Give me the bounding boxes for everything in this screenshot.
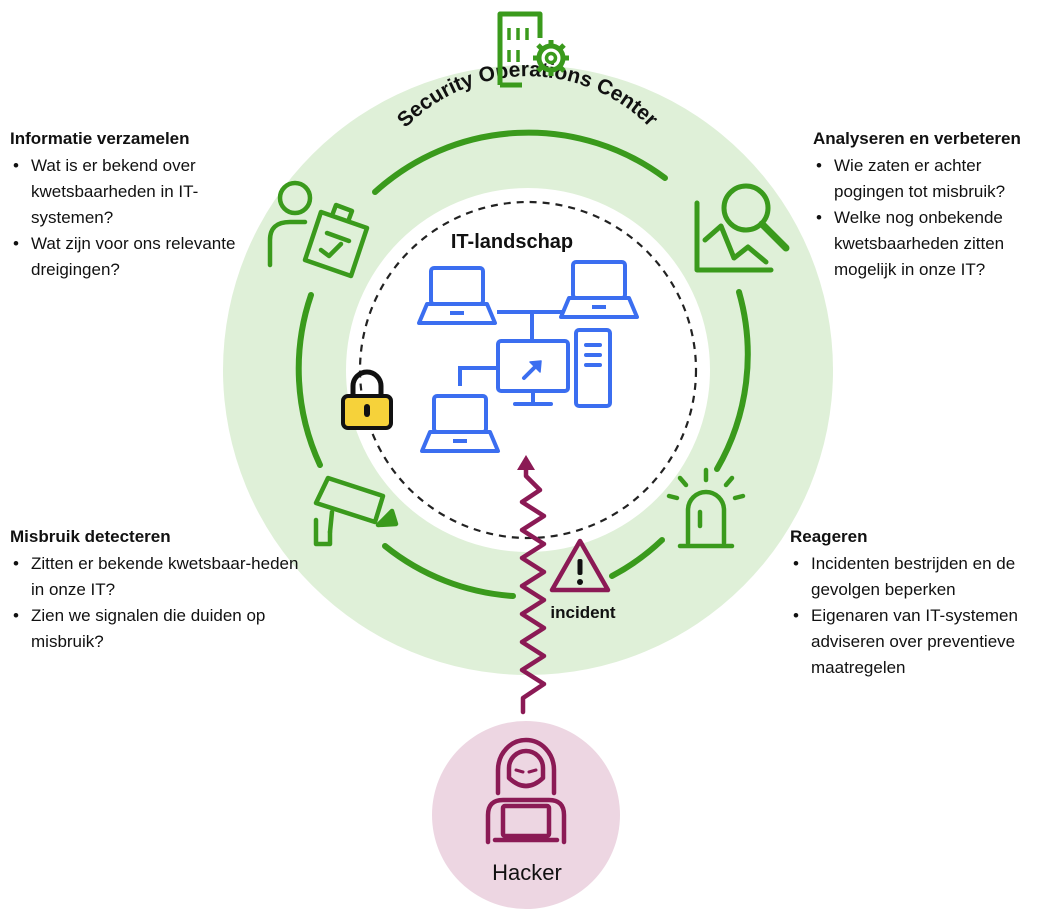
panel-list: Wat is er bekend over kwetsbaarheden in … [10, 153, 250, 283]
list-item: Wie zaten er achter pogingen tot misbrui… [813, 153, 1049, 205]
it-landscape-title: IT-landschap [451, 231, 573, 253]
padlock-icon [341, 369, 393, 430]
panel-list: Incidenten bestrijden en de gevolgen bep… [790, 551, 1051, 681]
panel-title: Analyseren en verbeteren [813, 129, 1021, 148]
list-item: Wat is er bekend over kwetsbaarheden in … [10, 153, 250, 231]
laptop-icon [559, 260, 639, 319]
laptop-icon [417, 266, 497, 325]
laptop-icon [420, 394, 500, 453]
building-gear-icon [497, 11, 569, 88]
panel-list: Wie zaten er achter pogingen tot misbrui… [813, 153, 1049, 283]
list-item: Zitten er bekende kwetsbaar-heden in onz… [10, 551, 310, 603]
list-item: Eigenaren van IT-systemen adviseren over… [790, 603, 1051, 681]
warning-triangle-icon [549, 538, 611, 593]
hooded-hacker-icon [485, 737, 567, 845]
siren-icon [666, 467, 746, 549]
person-clipboard-icon [267, 180, 370, 279]
panel-informatie-verzamelen: Informatie verzamelen Wat is er bekend o… [10, 126, 250, 283]
panel-title: Misbruik detecteren [10, 527, 171, 546]
desktop-computer-icon [496, 328, 612, 408]
panel-title: Informatie verzamelen [10, 129, 190, 148]
hacker-circle [432, 721, 620, 909]
list-item: Incidenten bestrijden en de gevolgen bep… [790, 551, 1051, 603]
list-item: Welke nog onbekende kwetsbaarheden zitte… [813, 205, 1049, 283]
panel-misbruik-detecteren: Misbruik detecteren Zitten er bekende kw… [10, 524, 310, 655]
magnifier-chart-icon [694, 183, 790, 273]
attack-path [519, 463, 547, 715]
list-item: Zien we signalen die duiden op misbruik? [10, 603, 310, 655]
panel-title: Reageren [790, 527, 868, 546]
panel-list: Zitten er bekende kwetsbaar-heden in onz… [10, 551, 310, 655]
cycle-arcs [295, 129, 751, 599]
attack-arrowhead [517, 455, 535, 470]
list-item: Wat zijn voor ons relevante dreigingen? [10, 231, 250, 283]
it-perimeter [358, 200, 698, 540]
incident-label: incident [550, 603, 616, 622]
security-camera-icon [313, 475, 399, 547]
hacker-label: Hacker [492, 860, 562, 885]
panel-reageren: Reageren Incidenten bestrijden en de gev… [790, 524, 1051, 681]
panel-analyseren-verbeteren: Analyseren en verbeteren Wie zaten er ac… [813, 126, 1049, 283]
